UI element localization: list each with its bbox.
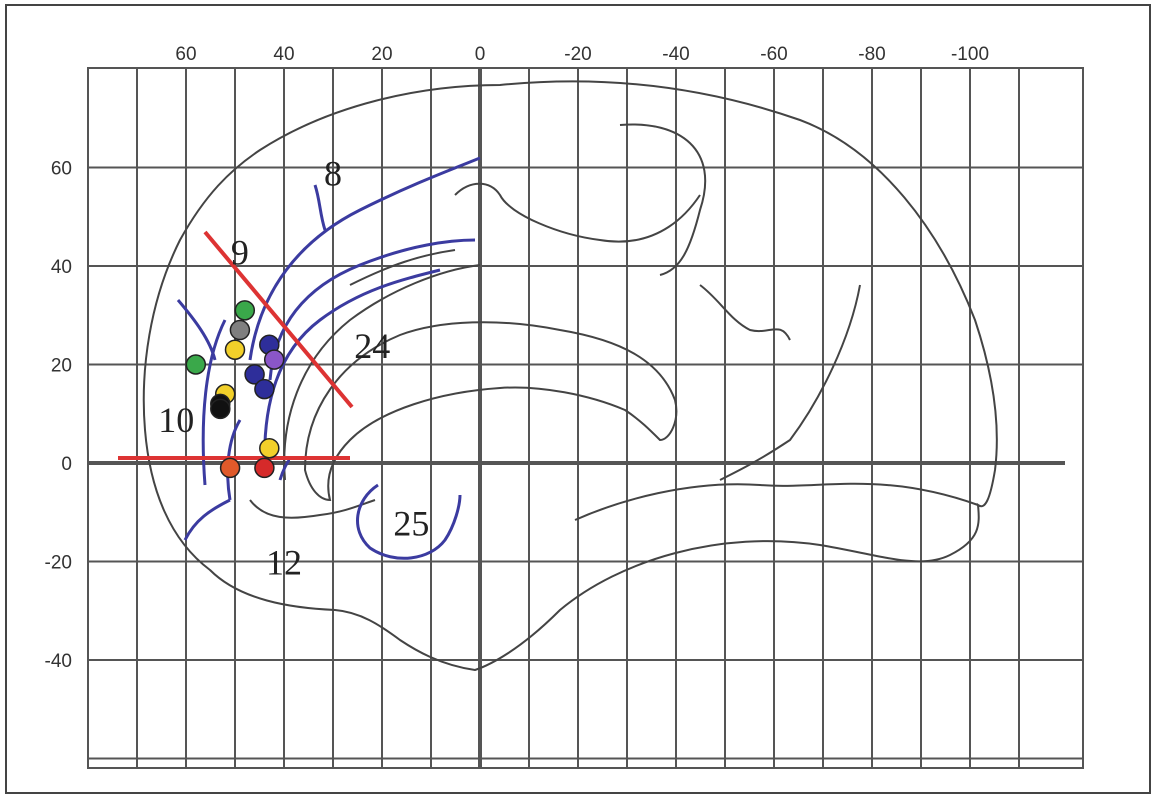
boundary-8-tick — [313, 184, 327, 231]
data-point — [229, 319, 251, 341]
cingulate-sulcus — [283, 264, 481, 481]
superior-sulcus — [454, 182, 701, 243]
x-tick-label: -20 — [564, 44, 591, 65]
data-point — [210, 398, 231, 420]
y-tick-label: 60 — [51, 159, 72, 180]
boundary-24-inner — [263, 268, 441, 471]
region-label: 24 — [354, 326, 390, 366]
region-label: 10 — [158, 400, 194, 440]
region-label: 8 — [324, 154, 342, 194]
y-tick-label: -20 — [45, 553, 72, 574]
x-tick-label: -40 — [662, 44, 689, 65]
region-labels: 8 9 24 10 12 25 — [158, 154, 429, 583]
data-point — [185, 354, 207, 375]
brain-outer-contour — [142, 80, 998, 672]
data-point — [254, 378, 275, 400]
oblique-cut-line — [203, 230, 354, 409]
plot-border — [87, 67, 1084, 769]
grid: 60 40 20 0 -20 -40 -60 -80 -100 60 40 20 0 -20 -40 — [45, 44, 1084, 769]
y-tick-label: 20 — [51, 356, 72, 377]
data-point — [254, 457, 275, 479]
region-label: 25 — [393, 503, 429, 543]
x-tick-label: 40 — [273, 44, 294, 65]
corpus-callosum — [303, 321, 678, 502]
parieto-occipital-sulcus — [719, 284, 861, 481]
boundary-10-outer — [176, 299, 217, 361]
boundary-24-end — [278, 458, 291, 481]
x-tick-label: 60 — [175, 44, 196, 65]
x-tick-label: 20 — [371, 44, 392, 65]
calcarine-sulcus — [574, 482, 979, 521]
y-tick-label: 40 — [51, 257, 72, 278]
data-point — [244, 364, 265, 385]
brain-outline — [142, 80, 998, 672]
boundary-25 — [356, 483, 462, 560]
data-point — [263, 349, 285, 370]
boundary-10 — [201, 319, 227, 486]
data-points — [185, 300, 285, 479]
cut-lines — [118, 230, 354, 460]
data-point — [259, 437, 280, 459]
rostral-sulcus — [249, 499, 376, 519]
boundary-12 — [183, 498, 231, 541]
data-point — [224, 339, 246, 360]
paracentral-lobule — [619, 123, 707, 276]
frontal-gyrus-line — [349, 249, 456, 286]
boundary-9-24 — [268, 238, 476, 381]
data-point — [219, 457, 241, 479]
x-tick-label: 0 — [475, 44, 486, 65]
y-tick-label: -40 — [45, 651, 72, 672]
x-tick-label: -60 — [760, 44, 787, 65]
region-label: 12 — [266, 543, 302, 583]
x-tick-label: -80 — [858, 44, 885, 65]
y-tick-label: 0 — [61, 454, 72, 475]
region-label: 9 — [231, 232, 249, 272]
data-point — [234, 300, 256, 321]
precuneus-sulcus — [699, 284, 791, 341]
x-tick-label: -100 — [951, 44, 989, 65]
